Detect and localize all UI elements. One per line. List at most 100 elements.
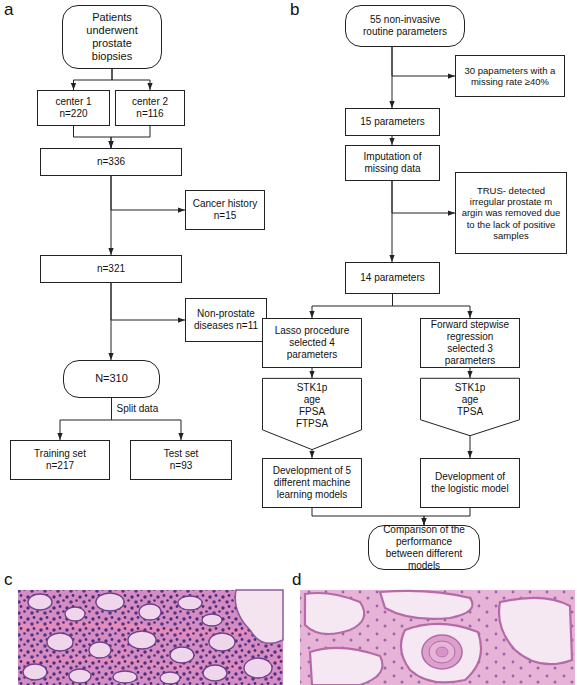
box-text: Comparison of the performance between di… <box>379 524 469 572</box>
gland <box>47 633 73 651</box>
panel-label: d <box>292 570 301 590</box>
flow-arrow <box>60 398 112 440</box>
flow-arrow <box>392 47 393 108</box>
nuclei-texture <box>300 590 575 685</box>
gland-lumen <box>380 591 473 619</box>
flow-arrow <box>392 136 393 145</box>
histology-background <box>300 590 575 685</box>
text-holder: Comparison of the performance between di… <box>369 524 479 572</box>
box-text: Patients underwent prostate biopsies <box>79 11 145 64</box>
terminal-box: N=310 <box>63 360 160 398</box>
text-holder: Patients underwent prostate biopsies <box>63 11 161 64</box>
panel-label: c <box>4 570 13 590</box>
text-holder: Cancer history n=15 <box>186 198 264 222</box>
flow-arrow <box>312 368 313 378</box>
box-text: N=310 <box>95 372 128 385</box>
terminal-box: 55 non-invasive routine parameters <box>345 5 465 47</box>
process-box: Test set n=93 <box>130 440 232 480</box>
process-box: Forward stepwise regression selected 3 p… <box>420 318 520 368</box>
flow-arrow <box>111 176 112 255</box>
corpora-amylacea-ring <box>429 641 455 663</box>
gland-lumen <box>305 593 364 634</box>
process-box: Development of the logistic model <box>420 458 520 508</box>
flow-arrow <box>111 283 112 360</box>
lumen-group <box>305 591 572 685</box>
box-text: n=321 <box>97 263 125 275</box>
text-holder: center 2 n=116 <box>116 96 184 120</box>
text-holder: 15 parameters <box>346 116 439 128</box>
flow-arrow <box>74 69 113 90</box>
process-box: 15 parameters <box>345 108 440 136</box>
process-box: Non-prostate diseases n=11 <box>185 298 267 342</box>
flow-arrow <box>424 508 470 525</box>
text-holder: center 1 n=220 <box>38 96 109 120</box>
flow-arrow <box>312 450 313 458</box>
gland <box>65 607 85 621</box>
process-box: 14 parameters <box>345 262 440 294</box>
process-box: Training set n=217 <box>10 440 110 480</box>
text-holder: Forward stepwise regression selected 3 p… <box>421 319 519 367</box>
process-box: 30 papameters with a missing rate ≥40% <box>455 55 565 97</box>
process-box: Development of 5 different machine learn… <box>262 458 362 508</box>
gland-group <box>23 593 272 684</box>
box-text: Forward stepwise regression selected 3 p… <box>427 319 513 367</box>
box-text: center 1 n=220 <box>50 96 97 120</box>
gland <box>160 672 180 684</box>
text-holder: Training set n=217 <box>11 448 109 472</box>
box-text: center 2 n=116 <box>128 96 172 120</box>
text-holder: STK1p age FPSA FTPSA <box>262 378 362 430</box>
flow-arrow <box>392 181 455 213</box>
gland <box>69 669 91 683</box>
offpage-polygon <box>263 378 362 449</box>
text-holder: STK1p age TPSA <box>420 378 520 418</box>
process-box: n=336 <box>40 148 182 176</box>
gland <box>178 596 202 610</box>
box-text: 30 papameters with a missing rate ≥40% <box>461 65 559 88</box>
box-text: Cancer history n=15 <box>192 198 258 222</box>
process-box: Lasso procedure selected 4 parameters <box>262 318 362 368</box>
text-holder: Development of the logistic model <box>421 471 519 495</box>
offpage-polygon <box>421 378 520 435</box>
gland-lumen <box>235 590 283 643</box>
flow-arrow <box>111 176 185 210</box>
process-box: center 1 n=220 <box>37 90 110 126</box>
box-text: 55 non-invasive routine parameters <box>358 14 452 38</box>
gland <box>170 647 194 663</box>
gland <box>203 665 227 681</box>
flow-arrow <box>392 47 455 76</box>
corpora-amylacea-core <box>436 647 448 657</box>
text-holder: N=310 <box>64 372 159 385</box>
process-box: Imputation of missing data <box>345 145 440 181</box>
process-box: Cancer history n=15 <box>185 190 265 230</box>
text-holder: 14 parameters <box>346 272 439 284</box>
gland-lumen <box>401 624 481 682</box>
edge-label: Split data <box>117 403 159 414</box>
corpora-amylacea <box>422 635 462 669</box>
panel-label: b <box>290 0 299 20</box>
flow-arrow <box>470 436 471 458</box>
box-text: 15 parameters <box>360 116 424 128</box>
process-box: n=321 <box>40 255 182 283</box>
text-holder: n=321 <box>41 263 181 275</box>
box-text: Imputation of missing data <box>354 151 431 175</box>
text-holder: TRUS- detected irregular prostate m argi… <box>456 185 566 242</box>
box-text: Development of the logistic model <box>427 471 513 495</box>
flow-arrow <box>312 294 393 318</box>
text-holder: Non-prostate diseases n=11 <box>186 308 266 332</box>
box-text: TRUS- detected irregular prostate m argi… <box>460 185 562 242</box>
text-holder: Development of 5 different machine learn… <box>263 465 361 501</box>
terminal-box: Patients underwent prostate biopsies <box>62 5 162 69</box>
text-holder: Imputation of missing data <box>346 151 439 175</box>
terminal-box: Comparison of the performance between di… <box>368 525 480 570</box>
gland <box>128 631 156 649</box>
gland <box>23 664 47 680</box>
offpage-shape: STK1p age TPSA <box>420 378 520 436</box>
flow-arrow <box>312 508 424 525</box>
text-holder: Test set n=93 <box>131 448 231 472</box>
process-box: center 2 n=116 <box>115 90 185 126</box>
text-holder: 55 non-invasive routine parameters <box>346 14 464 38</box>
gland <box>28 594 52 610</box>
gland <box>209 633 235 651</box>
box-text: Test set n=93 <box>157 448 205 472</box>
